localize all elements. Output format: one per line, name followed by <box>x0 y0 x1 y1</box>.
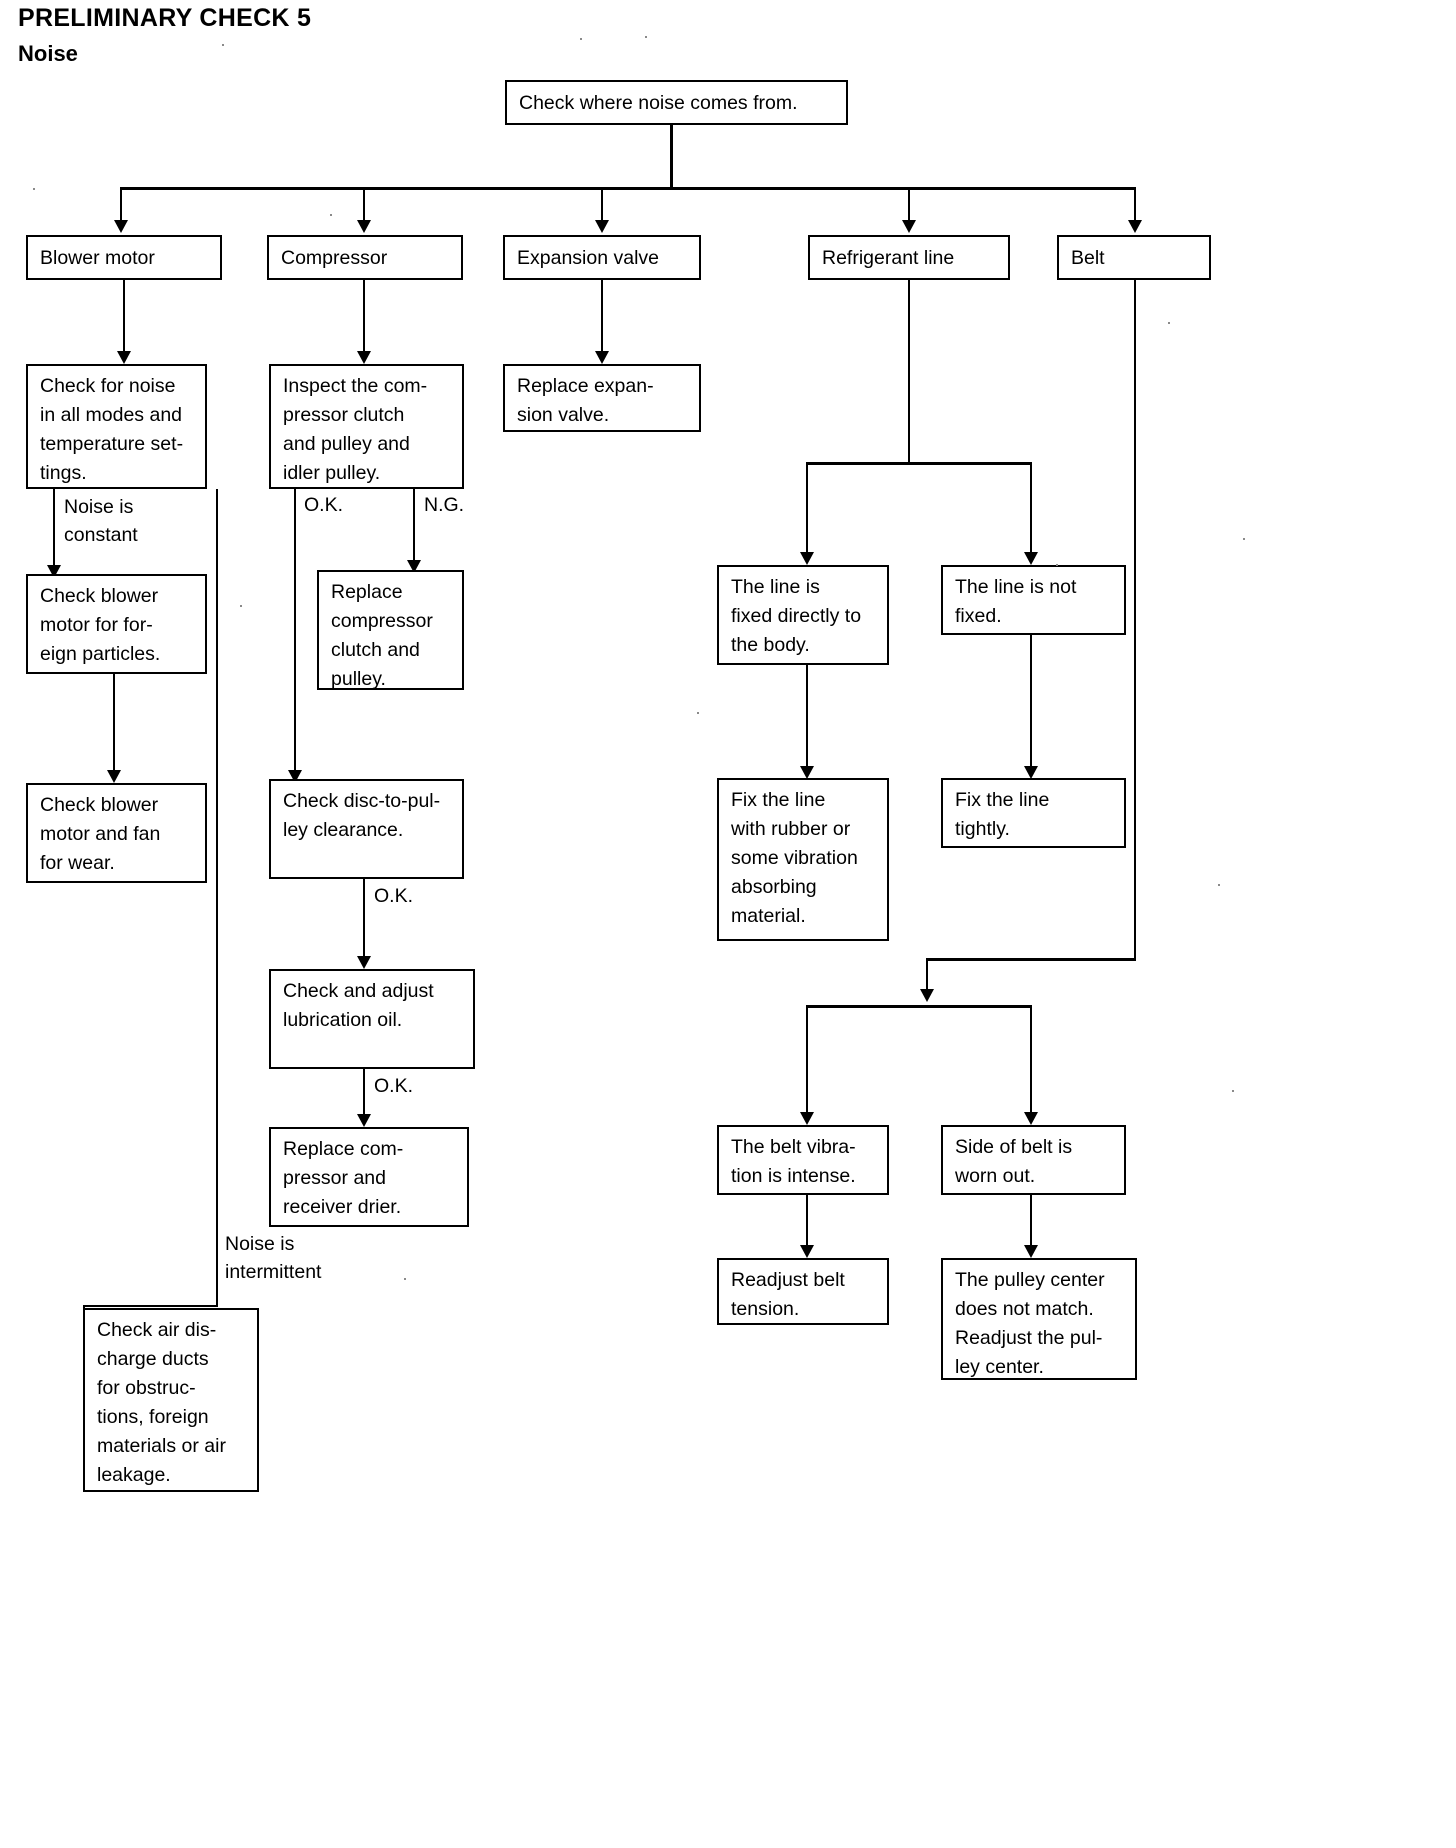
edge-vibration-to-readjust <box>806 1195 808 1253</box>
scan-speck <box>330 214 332 216</box>
scan-speck <box>645 36 647 38</box>
scan-speck <box>580 38 582 40</box>
edge-root-to-blower <box>120 187 122 223</box>
edge-root-to-belt <box>1134 187 1136 223</box>
page-subtitle: Noise <box>18 41 78 66</box>
edge-label-noise-intermittent: Noise is intermittent <box>225 1233 322 1283</box>
edge-ducts-drop <box>83 1305 85 1310</box>
node-inspect-clutch: Inspect the com- pressor clutch and pull… <box>269 364 464 489</box>
node-belt-vibration: The belt vibra- tion is intense. <box>717 1125 889 1195</box>
arrow-root-to-belt <box>1128 220 1142 233</box>
node-check-lubrication: Check and adjust lubrication oil. <box>269 969 475 1069</box>
node-belt-worn: Side of belt is worn out. <box>941 1125 1126 1195</box>
edge-belt-bus <box>806 1005 1032 1008</box>
edge-refrigerant-to-notfixed <box>1030 462 1032 557</box>
arrow-compressor-to-inspect <box>357 351 371 364</box>
arrow-root-to-compressor <box>357 220 371 233</box>
node-check-air-ducts: Check air dis- charge ducts for obstruc-… <box>83 1308 259 1492</box>
arrow-refrigerant-to-fixed <box>800 552 814 565</box>
edge-clearance-to-lubrication <box>363 879 365 964</box>
edge-belt-stem <box>1134 280 1136 960</box>
edge-inspect-ng <box>413 489 415 569</box>
edge-belt-elbow <box>926 958 1136 961</box>
arrow-particles-to-fan <box>107 770 121 783</box>
node-replace-expansion: Replace expan- sion valve. <box>503 364 701 432</box>
arrow-lubrication-to-replace <box>357 1114 371 1127</box>
scan-speck <box>33 188 35 190</box>
node-expansion-valve: Expansion valve <box>503 235 701 280</box>
arrow-inspect-ng <box>407 560 421 573</box>
edge-root-bus <box>120 187 1136 190</box>
edge-label-ok-lubrication: O.K. <box>374 1075 414 1097</box>
node-pulley-center: The pulley center does not match. Readju… <box>941 1258 1137 1380</box>
scan-speck <box>240 605 242 607</box>
node-line-fixed-body: The line is fixed directly to the body. <box>717 565 889 665</box>
arrow-fixed-to-rubber <box>800 766 814 779</box>
node-refrigerant-line: Refrigerant line <box>808 235 1010 280</box>
edge-root-to-refrigerant <box>908 187 910 223</box>
edge-checknoise-to-ducts <box>216 489 218 1307</box>
edge-particles-to-fan <box>113 674 115 779</box>
node-blower-motor: Blower motor <box>26 235 222 280</box>
edge-compressor-to-inspect <box>363 280 365 355</box>
node-check-disc-clearance: Check disc-to-pul- ley clearance. <box>269 779 464 879</box>
edge-expansion-to-replace <box>601 280 603 355</box>
edge-root-to-expansion <box>601 187 603 223</box>
node-check-blower-fan: Check blower motor and fan for wear. <box>26 783 207 883</box>
arrow-belt-elbow <box>920 989 934 1002</box>
node-root: Check where noise comes from. <box>505 80 848 125</box>
arrow-belt-to-vibration <box>800 1112 814 1125</box>
scan-speck <box>404 1278 406 1280</box>
scan-speck <box>1243 538 1245 540</box>
node-compressor: Compressor <box>267 235 463 280</box>
scan-speck <box>1232 1090 1234 1092</box>
arrow-refrigerant-to-notfixed <box>1024 552 1038 565</box>
arrow-root-to-blower <box>114 220 128 233</box>
arrow-worn-to-pulley <box>1024 1245 1038 1258</box>
arrow-belt-to-worn <box>1024 1112 1038 1125</box>
edge-inspect-ok <box>294 489 296 779</box>
scan-speck <box>1218 884 1220 886</box>
scan-speck <box>222 44 224 46</box>
edge-lubrication-to-replace <box>363 1069 365 1124</box>
edge-belt-elbow-drop <box>926 958 928 998</box>
edge-fixed-to-rubber <box>806 665 808 775</box>
scan-speck <box>1056 564 1058 566</box>
edge-root-to-compressor <box>363 187 365 223</box>
node-replace-compressor-drier: Replace com- pressor and receiver drier. <box>269 1127 469 1227</box>
edge-refrigerant-bus <box>806 462 1032 465</box>
edge-blower-to-checknoise <box>123 280 125 355</box>
edge-belt-to-vibration <box>806 1005 808 1115</box>
edge-label-ng-clutch: N.G. <box>424 494 465 516</box>
arrow-vibration-to-readjust <box>800 1245 814 1258</box>
arrow-notfixed-to-tightly <box>1024 766 1038 779</box>
node-belt: Belt <box>1057 235 1211 280</box>
arrow-expansion-to-replace <box>595 351 609 364</box>
node-check-noise-modes: Check for noise in all modes and tempera… <box>26 364 207 489</box>
arrow-clearance-to-lubrication <box>357 956 371 969</box>
node-fix-line-rubber: Fix the line with rubber or some vibrati… <box>717 778 889 941</box>
arrow-blower-to-checknoise <box>117 351 131 364</box>
node-replace-clutch-pulley: Replace compressor clutch and pulley. <box>317 570 464 690</box>
edge-checknoise-to-particles <box>53 489 55 574</box>
page-title: PRELIMINARY CHECK 5 <box>18 4 312 32</box>
edge-label-ok-clearance: O.K. <box>374 885 414 907</box>
edge-notfixed-to-tightly <box>1030 635 1032 775</box>
edge-ducts-elbow <box>83 1305 218 1307</box>
arrow-root-to-refrigerant <box>902 220 916 233</box>
edge-label-noise-constant: Noise is constant <box>64 496 138 546</box>
edge-root-stem <box>670 125 673 189</box>
node-line-not-fixed: The line is not fixed. <box>941 565 1126 635</box>
scan-speck <box>697 712 699 714</box>
node-fix-line-tightly: Fix the line tightly. <box>941 778 1126 848</box>
edge-refrigerant-to-fixed <box>806 462 808 557</box>
scan-speck <box>1168 322 1170 324</box>
arrow-root-to-expansion <box>595 220 609 233</box>
edge-worn-to-pulley <box>1030 1195 1032 1253</box>
node-check-blower-particles: Check blower motor for for- eign particl… <box>26 574 207 674</box>
node-readjust-tension: Readjust belt tension. <box>717 1258 889 1325</box>
edge-refrigerant-stem <box>908 280 910 464</box>
edge-belt-to-worn <box>1030 1005 1032 1115</box>
edge-label-ok-clutch: O.K. <box>304 494 344 516</box>
